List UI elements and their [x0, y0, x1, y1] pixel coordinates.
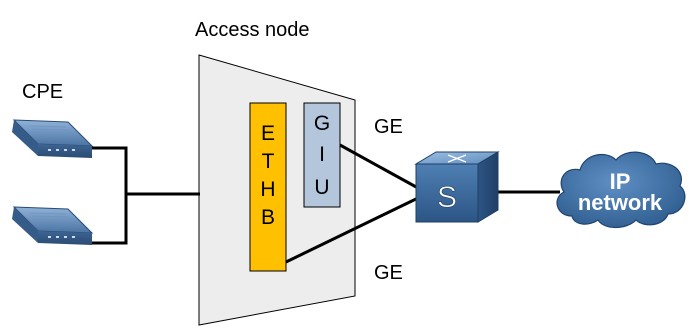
ethb-letter-t: T — [262, 150, 275, 173]
giu-letter-g: G — [314, 112, 330, 135]
ge-link-lower — [285, 196, 419, 264]
ge-label-lower: GE — [374, 262, 403, 284]
giu-letter-i: I — [319, 143, 325, 166]
modem-icon — [12, 119, 94, 158]
cloud-text-network: network — [578, 190, 663, 215]
ethb-letter-h: H — [260, 178, 275, 201]
switch-arrows-icon — [447, 154, 467, 163]
cpe-label: CPE — [22, 81, 63, 103]
ge-link-upper — [339, 143, 419, 190]
cpe-links — [92, 146, 200, 245]
ethb-letter-e: E — [261, 122, 275, 145]
access-node-title: Access node — [195, 19, 310, 41]
ethb-letter-b: B — [261, 206, 275, 229]
switch-letter: S — [437, 181, 457, 214]
cloud-text-ip: IP — [610, 169, 631, 194]
ge-label-upper: GE — [374, 116, 403, 138]
switch-icon: S — [414, 151, 500, 223]
giu-letter-u: U — [314, 176, 329, 199]
giu-board — [303, 102, 341, 208]
ethb-board — [249, 102, 287, 272]
modem-icon — [12, 206, 94, 245]
cloud-icon: IP network — [556, 151, 686, 229]
